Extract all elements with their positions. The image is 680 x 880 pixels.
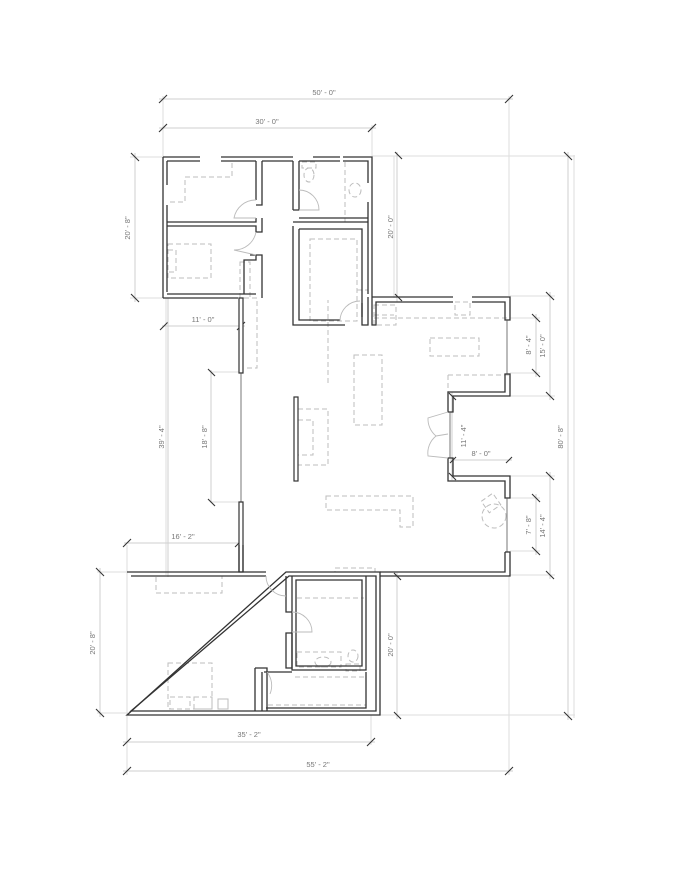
extension-lines <box>97 96 575 775</box>
dim-right-overall: 80' - 8" <box>556 425 565 449</box>
dim-right-opening-outer-top: 15' - 0" <box>538 334 547 358</box>
dim-left-middle: 39' - 4" <box>157 425 166 449</box>
dimension-labels: 50' - 0" 30' - 0" 20' - 8" 11' - 0" 39' … <box>88 88 565 769</box>
dim-lower-gap: 16' - 2" <box>171 532 195 541</box>
dim-right-opening-inner-top: 8' - 4" <box>524 335 533 354</box>
dim-top-upper-wing: 30' - 0" <box>255 117 279 126</box>
dim-right-upper-wing: 20' - 0" <box>386 215 395 239</box>
dimension-lines <box>95 94 573 776</box>
dim-left-upper-wing: 20' - 8" <box>123 216 132 240</box>
door-swings <box>233 189 449 695</box>
dim-bottom-lower-wing: 35' - 2" <box>237 730 261 739</box>
dim-right-lower-wing: 20' - 0" <box>386 633 395 657</box>
dim-right-opening-outer-bottom: 14' - 4" <box>538 514 547 538</box>
dim-entry-height: 11' - 4" <box>459 424 468 447</box>
dim-top-overall: 50' - 0" <box>312 88 336 97</box>
dim-bottom-overall: 55' - 2" <box>306 760 330 769</box>
walls <box>125 156 511 716</box>
dim-right-opening-inner-bottom: 7' - 8" <box>524 515 533 534</box>
dim-left-lower-wing: 20' - 8" <box>88 631 97 655</box>
furniture-outlines <box>155 161 510 710</box>
dim-entry-depth: 8' - 0" <box>471 449 490 458</box>
dim-upper-gap: 11' - 0" <box>192 315 215 324</box>
dim-glazing-left: 18' - 8" <box>200 425 209 449</box>
